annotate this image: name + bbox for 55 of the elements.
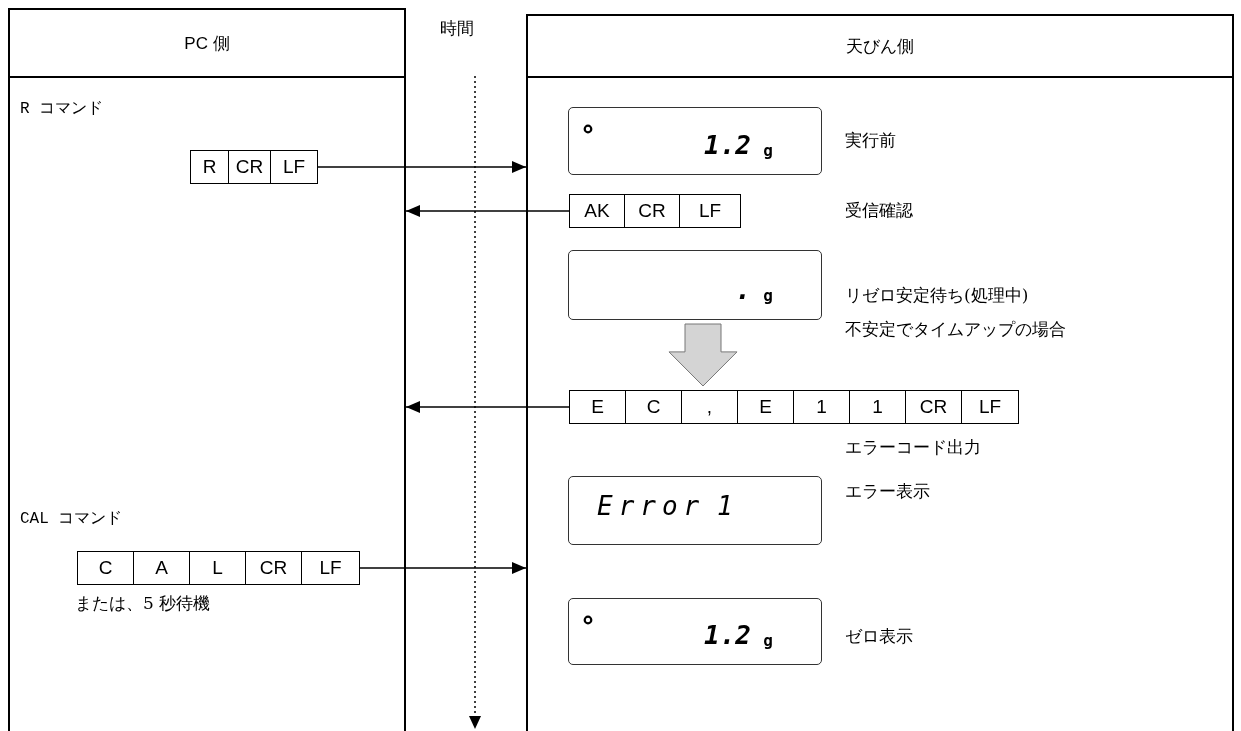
swimlane <box>526 14 1234 731</box>
packet-character: CR <box>246 552 302 584</box>
packet-character: E <box>738 391 794 423</box>
unit-label: g <box>763 631 773 650</box>
lcd-display <box>568 107 822 175</box>
packet-character: 1 <box>794 391 850 423</box>
packet-character: L <box>190 552 246 584</box>
packet-character: LF <box>977 395 1003 419</box>
packet-character: LF <box>697 199 723 223</box>
packet-character: E <box>570 391 626 423</box>
command-label: CAL コマンド <box>20 509 123 529</box>
packet-character: CR <box>229 151 271 183</box>
packet-character: CR <box>625 195 680 227</box>
command-label: R コマンド <box>20 99 104 119</box>
packet-character: C <box>78 552 134 584</box>
packet-character: LF <box>281 155 307 179</box>
time-axis-label: 時間 <box>440 18 474 40</box>
condition-note: 不安定でタイムアップの場合 <box>845 318 1066 341</box>
packet-character: , <box>682 391 738 423</box>
packet-character: C <box>626 391 682 423</box>
data-packet <box>569 194 741 228</box>
lcd-display <box>568 476 822 545</box>
display-reading: 1.2 <box>704 620 751 650</box>
step-note: リゼロ安定待ち(処理中) <box>845 284 1029 307</box>
swimlane <box>8 8 406 731</box>
step-note: エラーコード出力 <box>845 436 981 459</box>
step-note: エラー表示 <box>845 480 930 503</box>
display-reading: 1 <box>717 491 739 521</box>
step-note: ゼロ表示 <box>845 625 913 648</box>
data-packet <box>569 390 1019 424</box>
lane-header: PC 側 <box>10 10 404 78</box>
data-packet <box>190 150 318 184</box>
lane-header: 天びん側 <box>528 16 1232 78</box>
display-reading: Error <box>597 491 706 521</box>
packet-character: R <box>191 151 229 183</box>
lcd-display <box>568 598 822 665</box>
lcd-display <box>568 250 822 320</box>
data-packet <box>77 551 360 585</box>
arrow <box>317 161 527 173</box>
unit-label: g <box>763 141 773 160</box>
arrow <box>359 562 527 574</box>
packet-character: A <box>134 552 190 584</box>
block-arrow <box>668 323 738 387</box>
arrow <box>405 401 570 413</box>
step-note: 実行前 <box>845 129 896 152</box>
timeout-note: または、5 秒待機 <box>75 592 211 615</box>
packet-character: 1 <box>850 391 906 423</box>
packet-character: LF <box>318 556 343 580</box>
display-reading: . <box>735 275 751 305</box>
packet-character: CR <box>906 391 962 423</box>
display-reading: 1.2 <box>704 130 751 160</box>
unit-label: g <box>763 286 773 305</box>
packet-character: AK <box>570 195 625 227</box>
step-note: 受信確認 <box>845 199 913 222</box>
arrow <box>405 205 570 217</box>
